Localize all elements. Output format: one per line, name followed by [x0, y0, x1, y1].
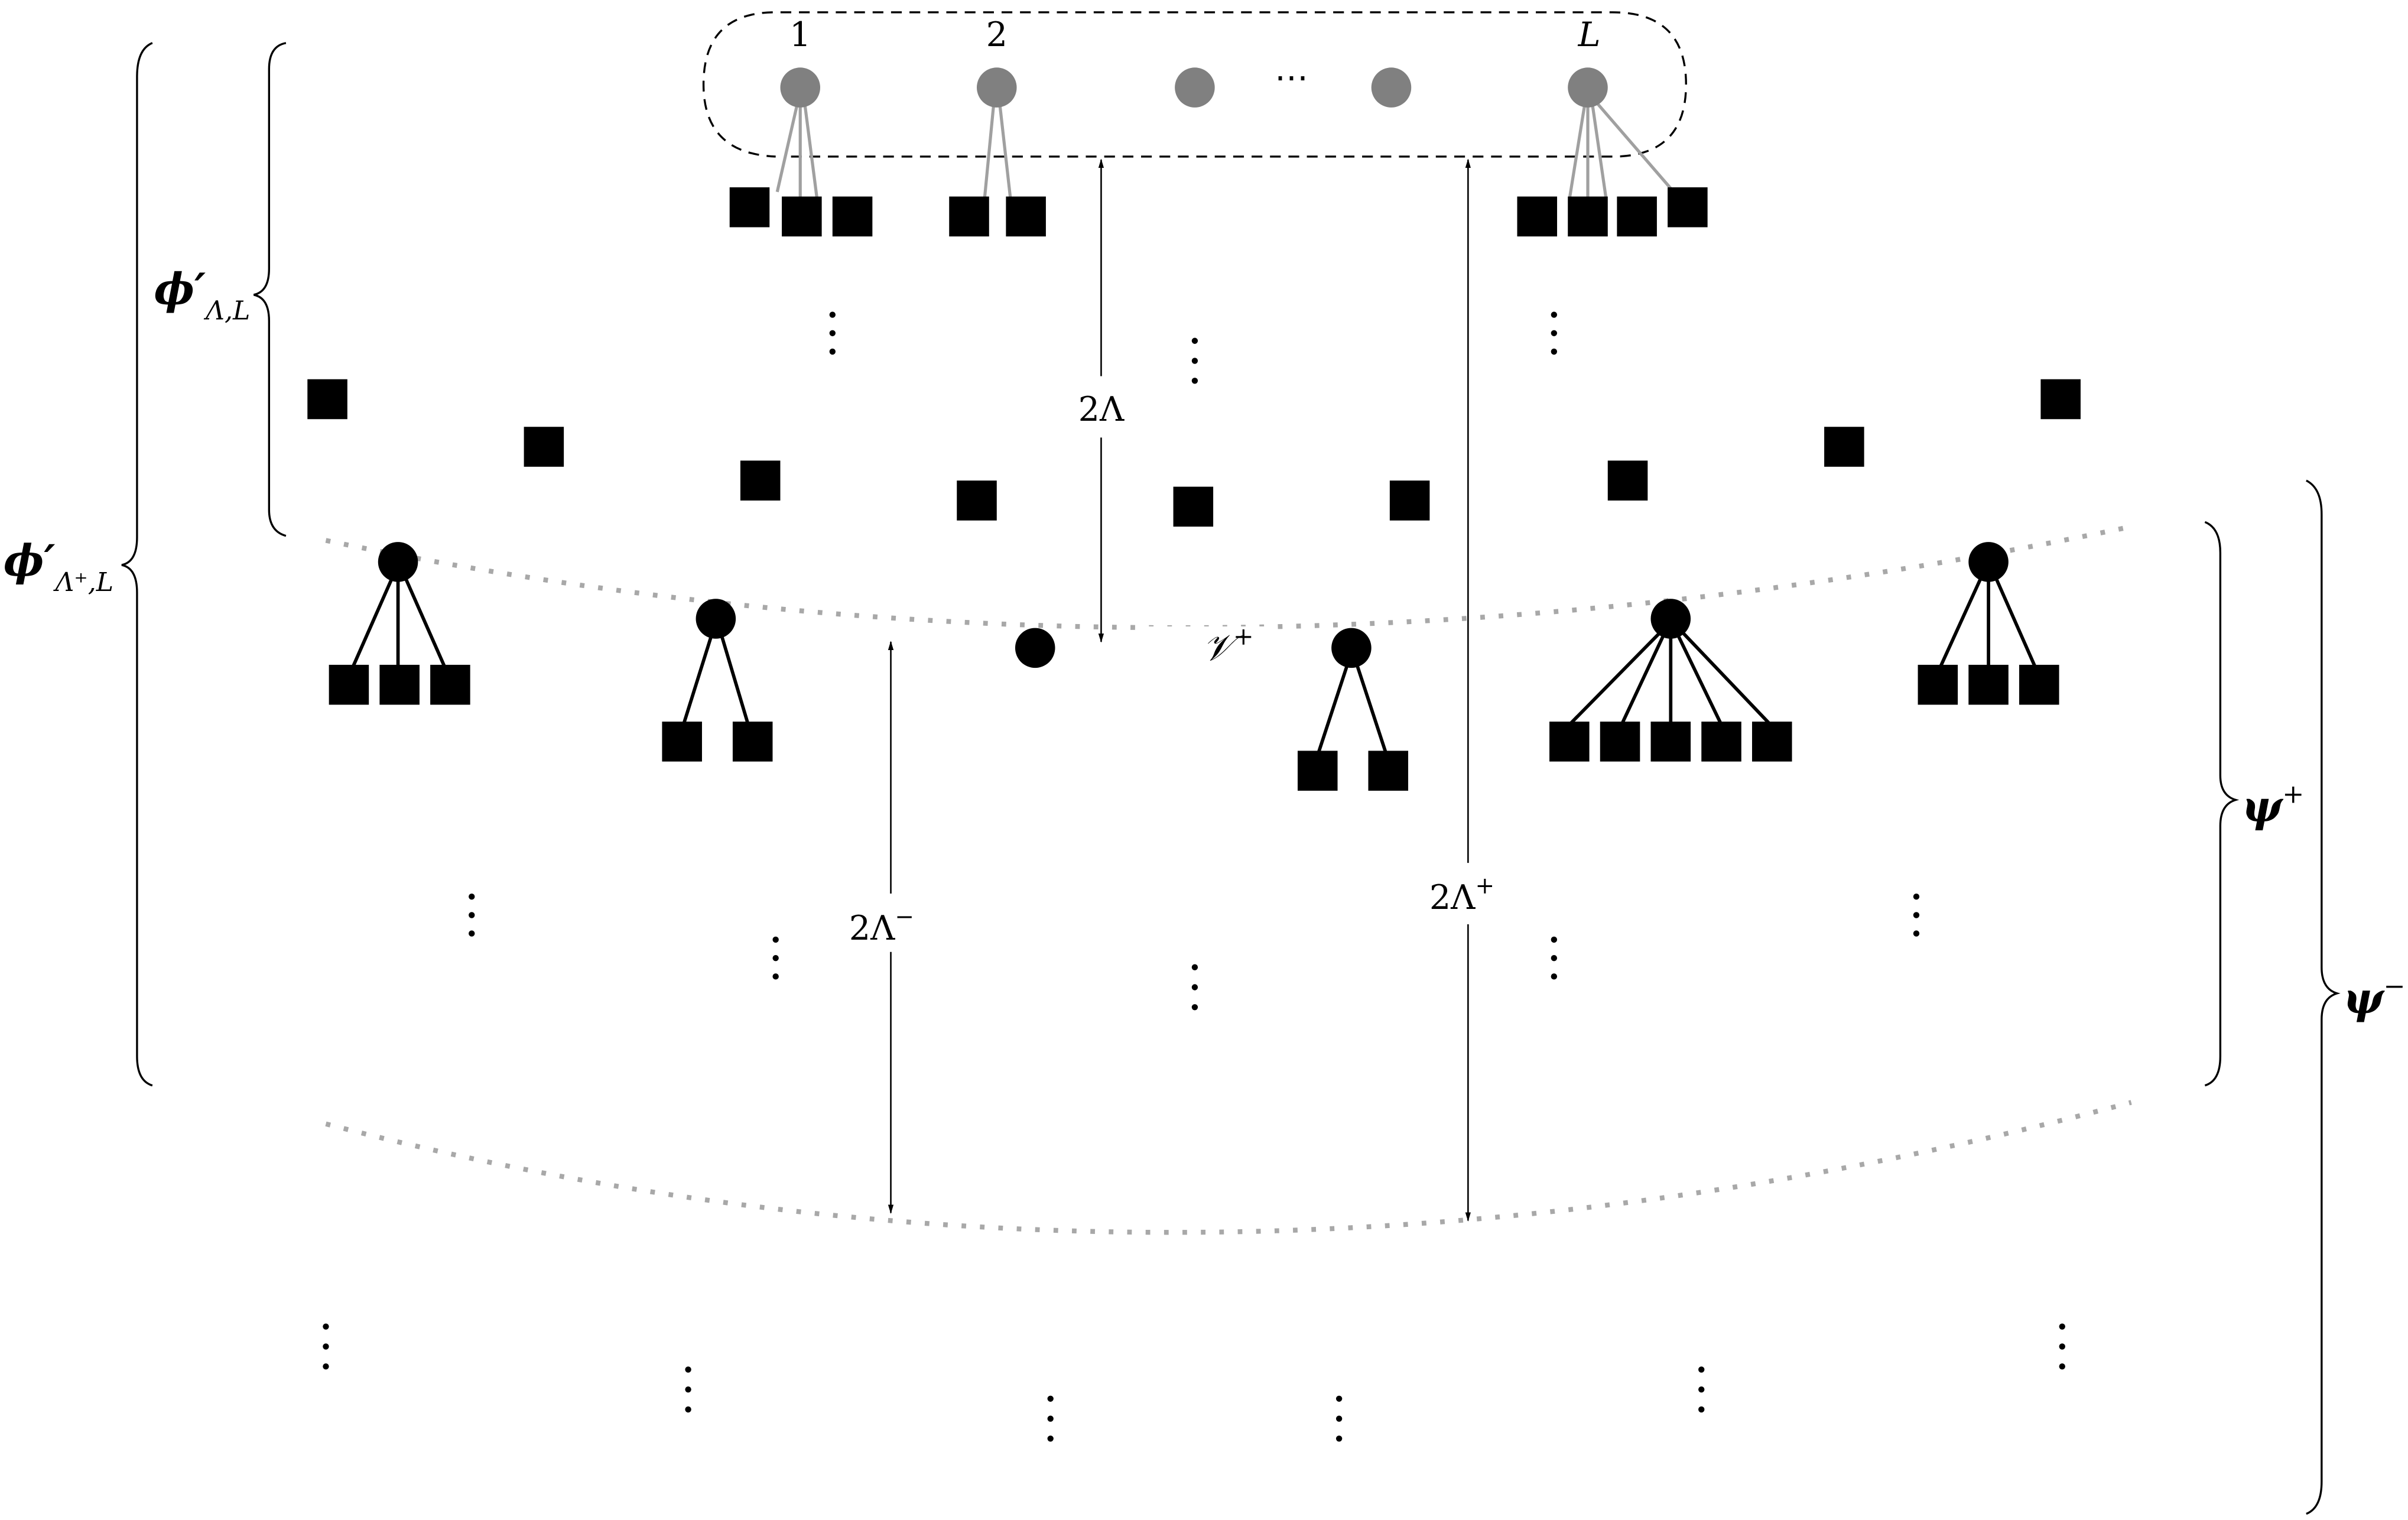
v-plus-edges — [349, 567, 2039, 756]
variable-node-3 — [1175, 67, 1215, 108]
two-lambda-minus-label: 2Λ− — [849, 904, 914, 948]
v-plus-nodes — [378, 542, 2009, 668]
scattered-factors — [307, 379, 2081, 527]
brace-psi-minus — [2306, 479, 2341, 1515]
two-lambda-plus-label: 2Λ+ — [1429, 873, 1494, 917]
brace-psi-plus — [2204, 521, 2240, 1087]
vertical-ellipses-upper — [829, 311, 1558, 384]
v-plus-factors — [329, 664, 2059, 791]
two-lambda-label: 2Λ — [1078, 390, 1125, 429]
vertical-ellipses-middle — [469, 894, 1920, 1011]
brace-phi-lambda-L — [253, 42, 287, 537]
psi-minus-label: ψ− — [2343, 971, 2405, 1024]
top-edges — [775, 100, 1675, 200]
node-label-2: 2 — [986, 15, 1008, 54]
node-label-1: 1 — [789, 15, 811, 54]
variable-node-L — [1568, 67, 1608, 108]
variable-node-1 — [780, 67, 821, 108]
distance-arrows — [888, 158, 1471, 1222]
brace-phi-lambda-plus-L — [121, 42, 153, 1087]
top-factors — [729, 187, 1708, 237]
phi-lambda-plus-L-label: ϕ′Λ⁺,L — [4, 536, 113, 597]
psi-plus-label: ψ+ — [2242, 780, 2304, 832]
braces — [121, 42, 2341, 1515]
v-plus-curve — [325, 524, 2132, 631]
variable-node-2 — [976, 67, 1017, 108]
variable-node-4 — [1371, 67, 1412, 108]
ellipsis: ⋯ — [1275, 59, 1308, 98]
top-group: 1 2 L ⋯ — [702, 11, 1708, 237]
node-label-L: L — [1578, 15, 1601, 54]
vertical-ellipses-bottom — [323, 1323, 2065, 1442]
lower-curve — [325, 1100, 2132, 1235]
dashed-group-boundary — [702, 11, 1687, 158]
phi-lambda-L-label: ϕ′Λ,L — [154, 264, 250, 326]
